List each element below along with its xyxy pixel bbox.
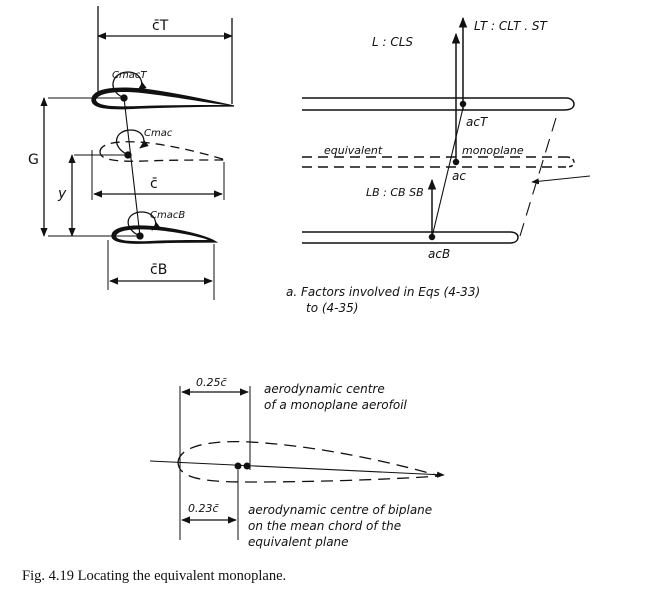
label-chord-bottom: c̄B bbox=[150, 262, 167, 278]
left-figure-labels: c̄T CmacT Cmac CmacB G y c̄ c̄B bbox=[28, 18, 185, 278]
label-chord-top: c̄T bbox=[152, 18, 169, 34]
label-lift-top: LT : CLT . ST bbox=[474, 19, 549, 33]
note-lower-3: equivalent plane bbox=[248, 535, 349, 549]
bottom-aerofoil bbox=[177, 440, 441, 483]
stagger-pointer bbox=[531, 175, 591, 185]
label-ac-mid: ac bbox=[452, 169, 466, 183]
monoplane-ac-dot bbox=[243, 462, 251, 470]
biplane-ac-dot bbox=[234, 462, 242, 470]
label-equivalent: equivalent bbox=[324, 144, 383, 157]
label-ac-top: acT bbox=[466, 115, 489, 129]
right-figure bbox=[302, 16, 591, 244]
mid-moment-arrow bbox=[116, 129, 149, 156]
caption-a-line2: to (4-35) bbox=[306, 301, 358, 315]
note-upper-1: aerodynamic centre bbox=[264, 382, 385, 396]
upper-wing bbox=[302, 97, 575, 111]
label-moment-mid: Cmac bbox=[144, 128, 173, 139]
lower-moment-arrow bbox=[127, 211, 161, 237]
label-moment-top: CmacT bbox=[112, 70, 147, 81]
label-moment-bottom: CmacB bbox=[150, 210, 185, 221]
label-monoplane: monoplane bbox=[462, 144, 524, 157]
left-figure bbox=[40, 6, 235, 300]
upper-moment-arrow bbox=[112, 71, 147, 99]
right-figure-labels: L : CLS LT : CLT . ST acT equivalent mon… bbox=[286, 19, 549, 315]
label-dim-025: 0.25c̄ bbox=[196, 376, 227, 389]
ac-link-line bbox=[123, 97, 141, 237]
bottom-figure bbox=[149, 386, 445, 540]
equivalent-aerofoil-left bbox=[99, 141, 227, 162]
right-ac-mid-dot bbox=[452, 158, 460, 166]
bottom-figure-labels: 0.25c̄ 0.23c̄ aerodynamic centre of a mo… bbox=[188, 376, 432, 549]
caption-a-line1: a. Factors involved in Eqs (4-33) bbox=[286, 285, 480, 299]
label-chord-mean: c̄ bbox=[150, 176, 158, 192]
equivalent-wing-tip bbox=[565, 156, 575, 168]
bottom-chord-line bbox=[149, 460, 445, 478]
stagger-line bbox=[519, 117, 557, 237]
right-ac-bottom-dot bbox=[428, 233, 436, 241]
label-ac-bottom: acB bbox=[428, 247, 450, 261]
label-gap: G bbox=[28, 152, 39, 168]
figure-caption: Fig. 4.19 Locating the equivalent monopl… bbox=[22, 568, 287, 584]
label-y: y bbox=[57, 186, 67, 202]
label-dim-023: 0.23c̄ bbox=[188, 502, 219, 515]
note-upper-2: of a monoplane aerofoil bbox=[264, 398, 408, 412]
note-lower-1: aerodynamic centre of biplane bbox=[248, 503, 432, 517]
right-ac-top-dot bbox=[459, 100, 467, 108]
label-lift-bottom: LB : CB SB bbox=[366, 186, 424, 199]
note-lower-2: on the mean chord of the bbox=[248, 519, 401, 533]
lower-wing bbox=[302, 231, 519, 244]
right-ac-link bbox=[431, 107, 464, 238]
label-lift-total: L : CLS bbox=[372, 35, 413, 49]
